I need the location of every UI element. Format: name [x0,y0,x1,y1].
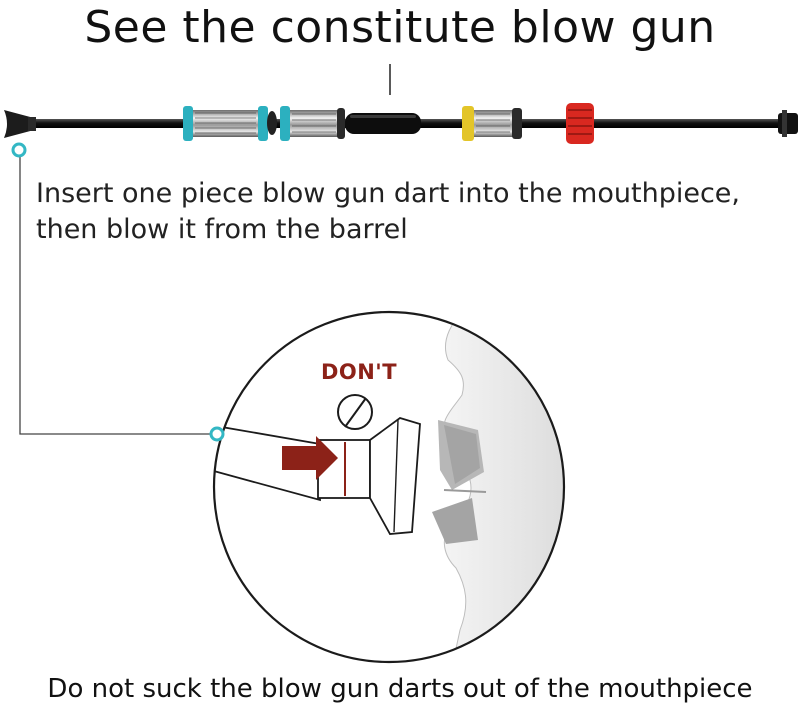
foam-grip [345,113,421,134]
callout-dot-top [11,142,27,158]
callout-dot-bottom [209,426,225,442]
lower-lip [432,498,478,544]
dart-holder-red [566,103,594,144]
zoom-mouthpiece [369,417,421,535]
blow-gun [4,103,798,144]
prohibition-icon [337,394,373,430]
warning-label: DON'T [320,360,398,384]
instruction-text: Insert one piece blow gun dart into the … [36,176,796,248]
dart-holder-cyan-left [183,106,268,141]
muzzle [778,113,798,134]
page-title: See the constitute blow gun [84,2,716,53]
dart-holder-yellow [462,106,522,141]
zoom-circle [212,310,566,664]
instruction-line-2: then blow it from the barrel [36,214,408,245]
instruction-line-1: Insert one piece blow gun dart into the … [36,178,740,209]
barrel-ring [267,111,277,135]
zoom-barrel [214,423,321,502]
callout-leader [11,142,211,435]
bottom-caption: Do not suck the blow gun darts out of th… [47,674,753,704]
dart-holder-cyan-right [280,106,345,141]
mouthpiece [4,110,34,138]
arrow-right-icon [282,436,338,480]
